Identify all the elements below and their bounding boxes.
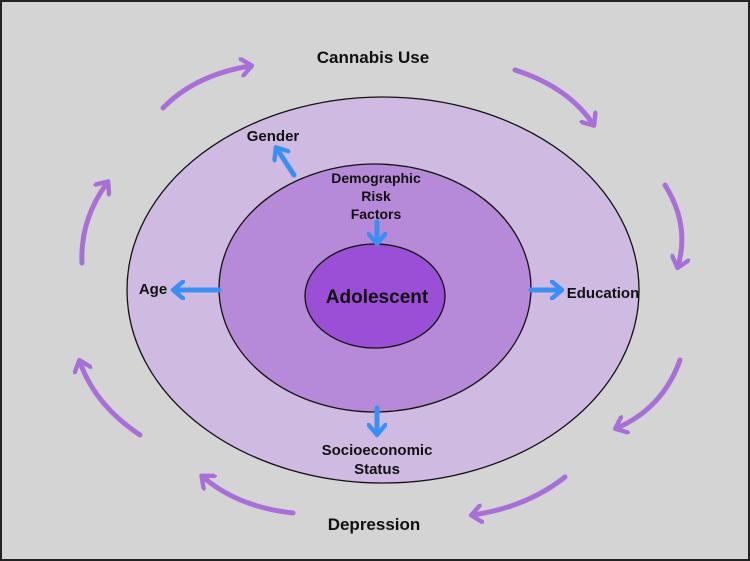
socioeconomic-label-line1: Socioeconomic bbox=[322, 442, 433, 459]
depression-label: Depression bbox=[328, 515, 421, 534]
socioeconomic-label-line2: Status bbox=[354, 461, 400, 478]
cycle-arrows bbox=[80, 66, 682, 515]
education-label: Education bbox=[567, 285, 640, 302]
demographic-label-line2: Risk bbox=[361, 188, 391, 204]
age-label: Age bbox=[139, 281, 167, 298]
cycle-arrow-right-upper bbox=[662, 182, 682, 266]
cycle-arrow-bottom-right bbox=[473, 474, 568, 515]
gender-label: Gender bbox=[247, 128, 300, 145]
cycle-arrow-right-lower bbox=[617, 357, 683, 428]
demographic-label-line3: Factors bbox=[351, 206, 402, 222]
demographic-label-line1: Demographic bbox=[331, 170, 421, 186]
cycle-arrow-top-left bbox=[160, 66, 250, 111]
factor-arrows bbox=[175, 149, 560, 433]
cycle-arrow-left-upper bbox=[79, 183, 107, 266]
cannabis-use-label: Cannabis Use bbox=[317, 48, 429, 67]
adolescent-label: Adolescent bbox=[326, 287, 429, 308]
cycle-arrow-top-right bbox=[512, 67, 593, 124]
cycle-arrow-bottom-left bbox=[203, 477, 296, 516]
cycle-arrow-left-lower bbox=[80, 362, 143, 438]
gender-arrow bbox=[277, 149, 297, 178]
